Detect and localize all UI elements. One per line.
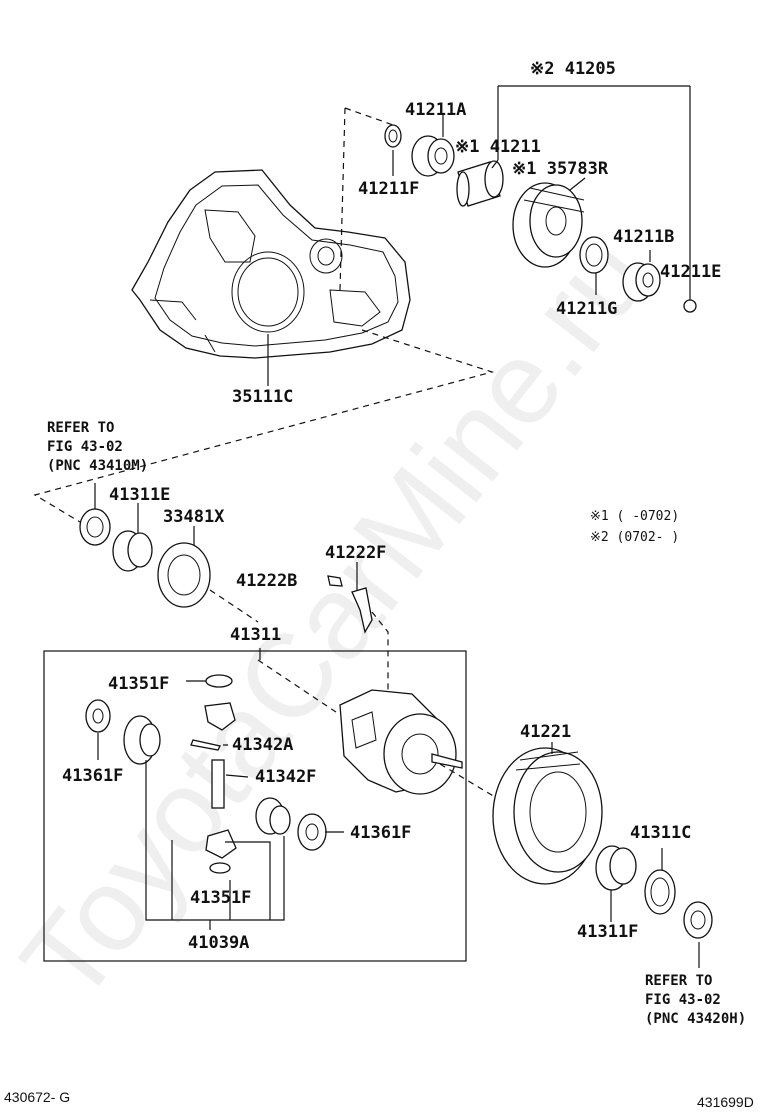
speedo-axis-dash — [371, 611, 389, 690]
label-41221: 41221 — [520, 722, 571, 742]
refer-bottom-line1: REFER TO — [645, 973, 712, 989]
label-41361F-left: 41361F — [62, 766, 123, 786]
refer-top-line1: REFER TO — [47, 420, 114, 436]
case-axis-dash — [344, 107, 397, 127]
assembly-axis-dash — [33, 329, 495, 523]
label-41342A: 41342A — [232, 735, 293, 755]
diff-axis-dash — [257, 659, 501, 801]
label-41211F: 41211F — [358, 179, 419, 199]
bearing-axis-dash — [209, 589, 259, 623]
right-bearing-parts — [595, 845, 713, 939]
differential-case-drawing — [339, 689, 463, 795]
label-41211A: 41211A — [405, 100, 466, 120]
note-2: ※2 (0702- ) — [590, 530, 679, 545]
label-41211E: 41211E — [660, 262, 721, 282]
refer-top-line2: FIG 43-02 — [47, 439, 123, 455]
label-41222F: 41222F — [325, 543, 386, 563]
figure-code-left: 430672- G — [4, 1089, 70, 1105]
label-41039A: 41039A — [188, 933, 249, 953]
set-41205-bracket — [497, 85, 691, 300]
differential-kit-box — [43, 650, 467, 962]
speedo-parts — [327, 562, 373, 634]
refer-bottom-line2: FIG 43-02 — [645, 992, 721, 1008]
label-33481X: 33481X — [163, 507, 225, 527]
figure-code-right: 431699D — [697, 1094, 754, 1110]
label-35111C: 35111C — [232, 387, 293, 407]
label-41311F: 41311F — [577, 922, 638, 942]
label-41342F: 41342F — [255, 767, 316, 787]
label-41211: ※1 41211 — [455, 137, 541, 157]
case-axis-dash-2 — [339, 107, 346, 291]
ring-gear-drawing — [492, 747, 603, 885]
right-leaders — [610, 848, 700, 968]
label-41211B: 41211B — [613, 227, 674, 247]
label-41351F-bottom: 41351F — [190, 888, 251, 908]
label-41361F-right: 41361F — [350, 823, 411, 843]
refer-top-line3: (PNC 43410M) — [47, 458, 148, 474]
label-41311: 41311 — [230, 625, 281, 645]
label-41222B: 41222B — [236, 571, 297, 591]
left-bearing-parts — [79, 508, 211, 608]
upper-leaders — [392, 115, 651, 295]
note-1: ※1 ( -0702) — [590, 509, 679, 524]
label-41311C: 41311C — [630, 823, 691, 843]
left-leaders — [94, 483, 261, 660]
label-41351F-top: 41351F — [108, 674, 169, 694]
label-41211G: 41211G — [556, 299, 617, 319]
refer-bottom-line3: (PNC 43420H) — [645, 1011, 746, 1027]
upper-shaft-parts — [384, 124, 697, 313]
label-41205: ※2 41205 — [530, 59, 616, 79]
kit-leaders — [97, 680, 344, 833]
label-41311E: 41311E — [109, 485, 170, 505]
differential-internal-parts — [85, 674, 327, 874]
kit-41039A-bracket — [145, 760, 285, 921]
transaxle-case-drawing — [131, 169, 411, 359]
label-35783R: ※1 35783R — [512, 159, 609, 179]
